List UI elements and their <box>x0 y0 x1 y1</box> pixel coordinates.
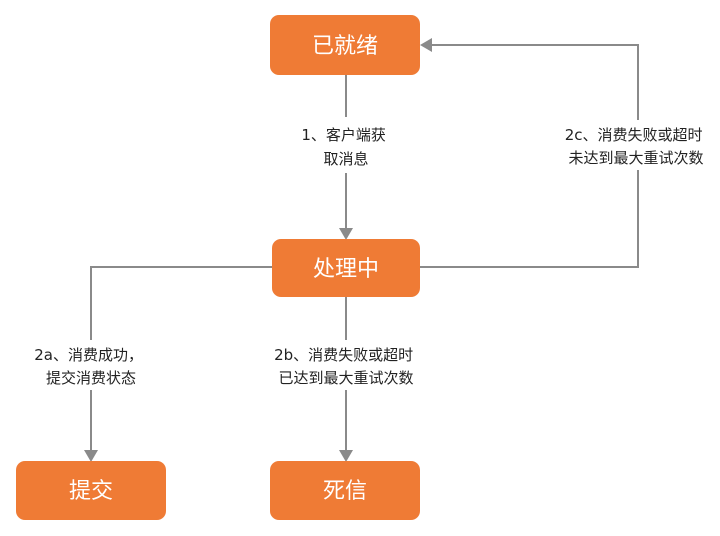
edge-label-fetch-line2: 取消息 <box>323 150 368 168</box>
node-dead-letter-box <box>270 461 420 520</box>
edge-label-dead-line2: 已达到最大重试次数 <box>278 369 413 387</box>
node-ready: 已就绪 <box>270 15 420 75</box>
edge-label-success: 2a、消费成功， 提交消费状态 <box>34 346 148 387</box>
node-submit: 提交 <box>16 461 166 520</box>
node-processing-label: 处理中 <box>313 257 379 282</box>
edge-label-fetch: 1、客户端获 取消息 <box>301 126 390 168</box>
edge-label-dead-line1: 2b、消费失败或超时 <box>274 346 413 364</box>
edge-label-success-line2: 提交消费状态 <box>46 369 136 387</box>
node-dead-letter-label: 死信 <box>323 479 367 504</box>
edge-label-retry-line2: 未达到最大重试次数 <box>568 149 703 167</box>
arrow-processing-to-ready <box>420 38 432 52</box>
node-ready-label: 已就绪 <box>312 34 378 59</box>
edge-label-retry-line1: 2c、消费失败或超时 <box>565 126 703 144</box>
node-processing-box <box>272 239 420 297</box>
node-dead-letter: 死信 <box>270 461 420 520</box>
node-processing: 处理中 <box>272 239 420 297</box>
edge-labels: 1、客户端获 取消息 2a、消费成功， 提交消费状态 2b、消费失败或超时 已达… <box>24 117 720 390</box>
node-ready-box <box>270 15 420 75</box>
arrow-processing-to-submit <box>84 450 98 462</box>
edge-label-dead: 2b、消费失败或超时 已达到最大重试次数 <box>274 346 418 387</box>
edge-label-success-line1: 2a、消费成功， <box>34 346 143 364</box>
arrow-processing-to-deadletter <box>339 450 353 462</box>
node-submit-label: 提交 <box>69 479 113 504</box>
node-submit-box <box>16 461 166 520</box>
edge-label-retry: 2c、消费失败或超时 未达到最大重试次数 <box>565 126 708 167</box>
edge-label-fetch-line1: 1、客户端获 <box>301 126 386 144</box>
arrow-ready-to-processing <box>339 228 353 240</box>
